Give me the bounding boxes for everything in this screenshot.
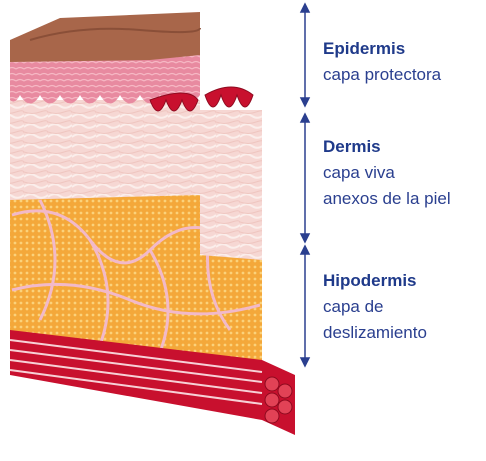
arrow-up-icon (301, 246, 309, 254)
layer-title: Hipodermis (323, 268, 427, 294)
layer-title: Epidermis (323, 36, 441, 62)
arrow-down-icon (301, 234, 309, 242)
arrow-down-icon (301, 358, 309, 366)
layer-description: deslizamiento (323, 320, 427, 346)
hypodermis-label: Hipodermis capa de deslizamiento (323, 268, 427, 346)
layer-arrows (301, 4, 309, 366)
layer-description: capa protectora (323, 62, 441, 88)
dermis-right-block (200, 110, 262, 258)
layer-description: anexos de la piel (323, 186, 451, 212)
layer-description: capa viva (323, 160, 451, 186)
layer-description: capa de (323, 294, 427, 320)
epidermis-label: Epidermis capa protectora (323, 36, 441, 88)
arrow-down-icon (301, 98, 309, 106)
dermis-label: Dermis capa viva anexos de la piel (323, 134, 451, 212)
layer-title: Dermis (323, 134, 451, 160)
arrow-up-icon (301, 114, 309, 122)
arrow-up-icon (301, 4, 309, 12)
